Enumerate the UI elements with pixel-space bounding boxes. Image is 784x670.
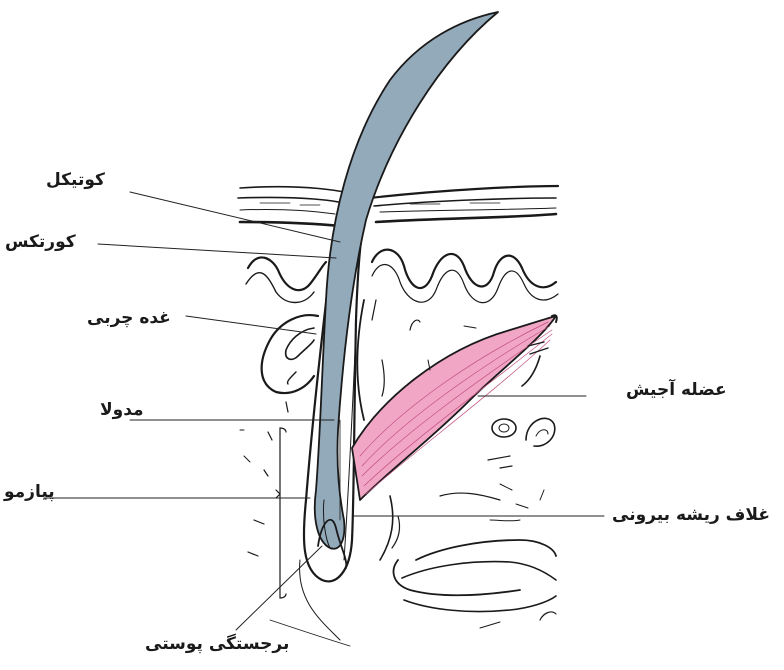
label-dermal-papilla: برجستگی پوستی [145, 636, 289, 653]
label-outer-root-sheath: غلاف ریشه بیرونی [612, 507, 770, 524]
leader-cortex [98, 244, 336, 258]
label-medulla: مدولا [100, 402, 144, 419]
dermis-waves [246, 250, 558, 303]
epidermis-layers [238, 186, 558, 226]
label-cortex: کورتکس [5, 234, 76, 251]
leader-sebaceous [186, 316, 316, 334]
arrector-muscle [352, 315, 557, 500]
label-papilla: پیازمو [4, 484, 55, 501]
leader-bulge [236, 546, 322, 630]
label-cuticle: کوتیکل [46, 172, 105, 189]
left-marks [240, 402, 288, 598]
hair-bulb [270, 520, 350, 646]
label-arrector-muscle: عضله آجیش [626, 382, 727, 399]
leader-cuticle [130, 192, 340, 242]
label-sebaceous-gland: غده چربی [87, 310, 171, 327]
sebaceous-gland [262, 315, 318, 393]
